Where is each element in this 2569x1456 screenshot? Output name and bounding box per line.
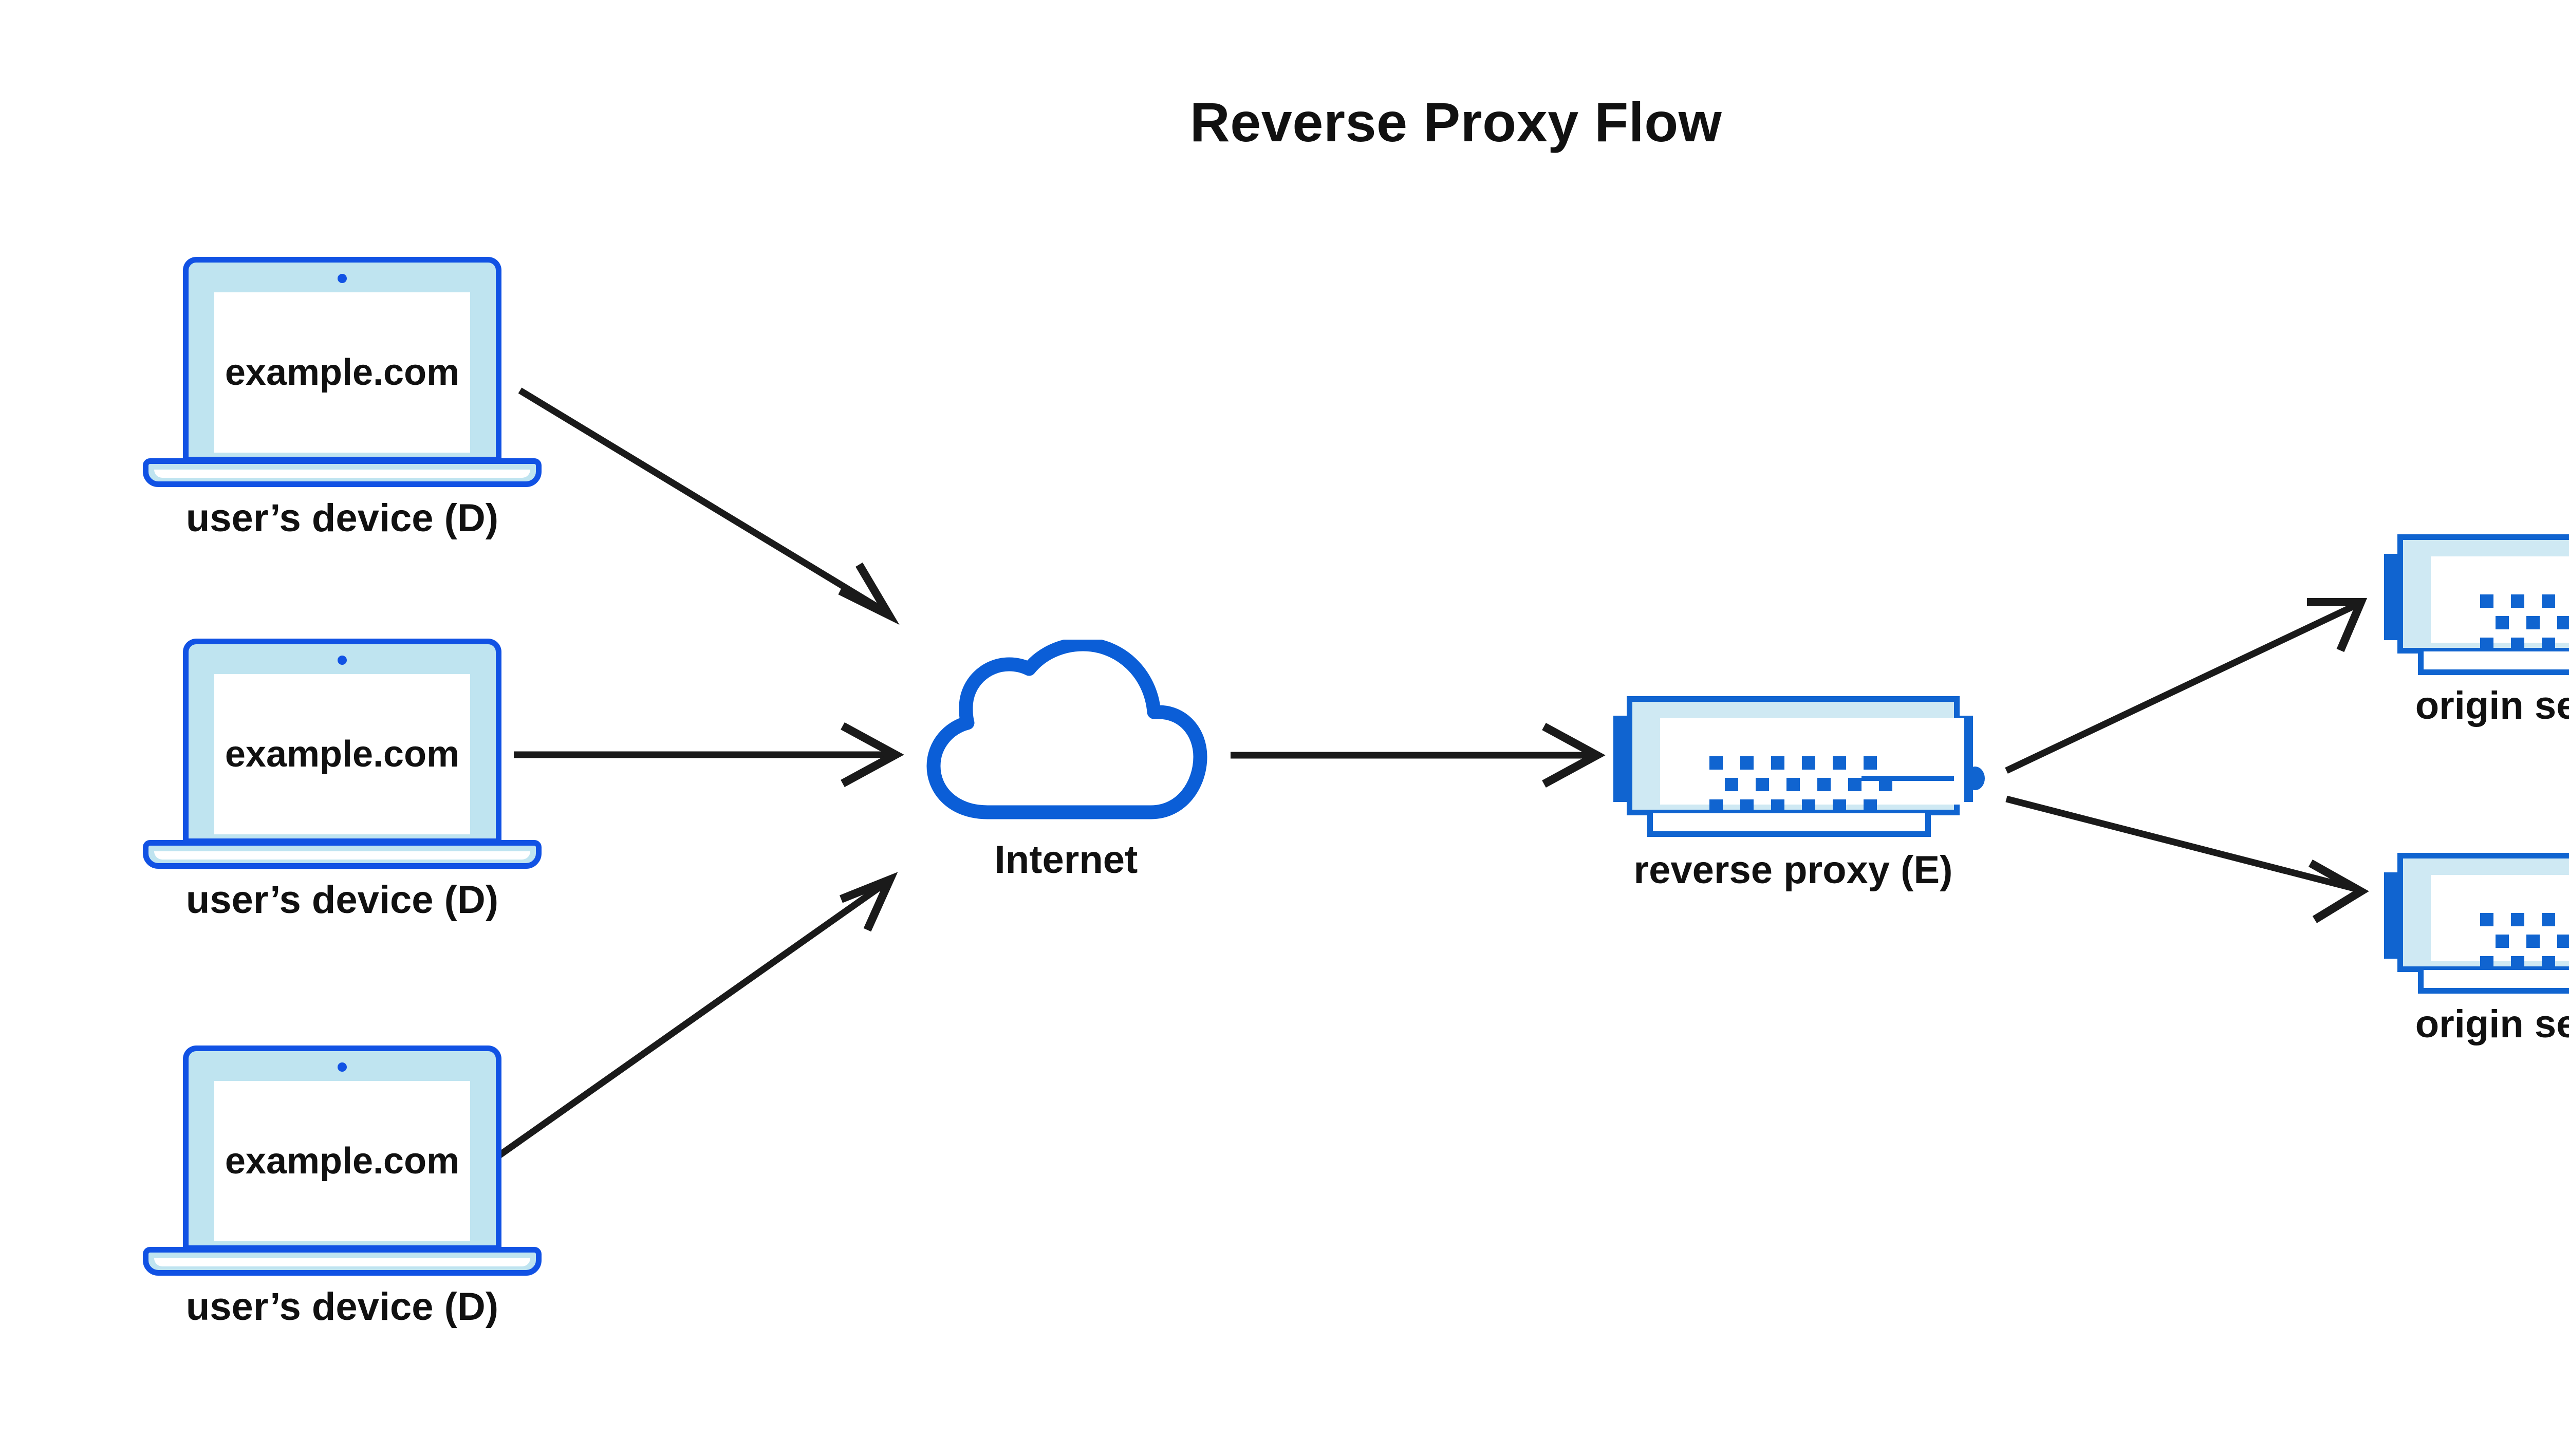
node-label-internet: Internet bbox=[994, 838, 1138, 882]
node-label-device-3: user’s device (D) bbox=[185, 1285, 499, 1329]
camera-dot-icon bbox=[338, 656, 347, 665]
cloud-icon-internet[interactable] bbox=[920, 637, 1213, 825]
laptop-lid: example.com bbox=[183, 1046, 501, 1251]
laptop-base bbox=[143, 458, 542, 487]
node-label-origin-1: origin server (F) bbox=[2415, 684, 2569, 727]
laptop-icon-device-1[interactable]: example.com bbox=[143, 257, 542, 487]
server-shell bbox=[2397, 853, 2569, 972]
server-face bbox=[2431, 556, 2569, 651]
node-label-reverse-proxy: reverse proxy (E) bbox=[1633, 848, 1953, 892]
server-shelf bbox=[1647, 813, 1931, 837]
server-icon-reverse-proxy[interactable] bbox=[1613, 696, 1985, 837]
server-icon-origin-1[interactable] bbox=[2384, 534, 2569, 675]
server-shell bbox=[1627, 696, 1985, 815]
laptop-lid: example.com bbox=[183, 639, 501, 844]
server-shelf bbox=[2418, 651, 2569, 675]
node-label-device-1: user’s device (D) bbox=[185, 496, 499, 540]
server-face bbox=[2431, 875, 2569, 969]
edge-proxy-origin2 bbox=[2005, 795, 2369, 923]
laptop-base-lip bbox=[154, 1258, 530, 1266]
camera-dot-icon bbox=[338, 1062, 347, 1072]
server-shelf bbox=[2418, 970, 2569, 994]
node-label-device-2: user’s device (D) bbox=[185, 878, 499, 922]
screen-url-text: example.com bbox=[225, 1141, 460, 1182]
screen-url-text: example.com bbox=[225, 734, 460, 775]
laptop-icon-device-3[interactable]: example.com bbox=[143, 1046, 542, 1276]
screen-url-text: example.com bbox=[225, 352, 460, 393]
laptop-screen: example.com bbox=[214, 1081, 470, 1241]
server-shell bbox=[2397, 534, 2569, 654]
laptop-base-lip bbox=[154, 851, 530, 860]
server-icon-origin-2[interactable] bbox=[2384, 853, 2569, 994]
server-status-led-icon bbox=[1965, 767, 1985, 790]
laptop-screen: example.com bbox=[214, 674, 470, 834]
edge-device1-internet bbox=[518, 387, 900, 625]
node-label-origin-2: origin server (F) bbox=[2415, 1002, 2569, 1046]
edge-device2-internet bbox=[514, 722, 904, 788]
edge-device3-internet bbox=[496, 872, 898, 1159]
laptop-lid: example.com bbox=[183, 257, 501, 462]
laptop-icon-device-2[interactable]: example.com bbox=[143, 639, 542, 869]
cloud-shape bbox=[926, 637, 1207, 819]
laptop-base bbox=[143, 1247, 542, 1276]
laptop-base bbox=[143, 840, 542, 869]
server-indicator-line-icon bbox=[1861, 776, 1954, 781]
camera-dot-icon bbox=[338, 274, 347, 283]
laptop-screen: example.com bbox=[214, 292, 470, 453]
edge-internet-proxy bbox=[1231, 722, 1606, 788]
diagram-title: Reverse Proxy Flow bbox=[1189, 91, 1722, 153]
edge-proxy-origin1 bbox=[2005, 598, 2368, 774]
server-face bbox=[1660, 718, 1985, 813]
laptop-base-lip bbox=[154, 470, 530, 478]
